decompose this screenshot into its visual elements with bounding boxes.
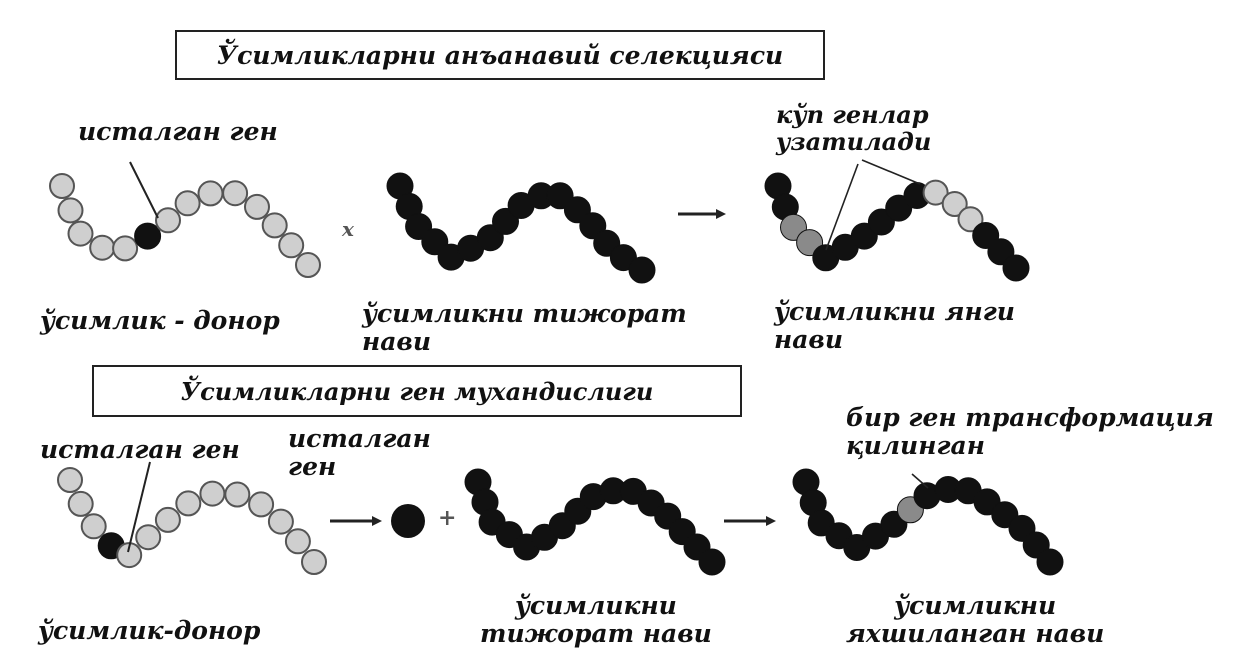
light-bead — [57, 467, 83, 493]
light-bead — [197, 180, 224, 207]
light-bead — [154, 506, 181, 533]
traditional-commercial-label: ўсимликни тижорат нави — [362, 299, 687, 356]
dark-bead — [134, 222, 162, 250]
engineering-transformed-label: бир ген трансформация қилинган — [846, 403, 1214, 460]
engineering-isolated-gene-label: исталган ген — [288, 424, 431, 481]
light-bead — [278, 232, 305, 259]
commercial-strand-top — [386, 172, 656, 284]
pointer-line-donor-gene-top — [129, 161, 159, 219]
traditional-title-box: Ўсимликларни анъанавий селекцияси — [175, 30, 825, 80]
dark-bead — [1036, 548, 1064, 576]
light-bead — [261, 212, 288, 239]
pointer-line-transferred-a — [825, 163, 859, 251]
light-bead — [284, 528, 311, 555]
dark-bead — [628, 256, 656, 284]
engineering-commercial-label: ўсимликни тижорат нави — [480, 591, 712, 648]
light-bead — [199, 480, 226, 507]
light-bead — [175, 490, 202, 517]
engineering-title: Ўсимликларни ген мухандислиги — [180, 376, 654, 406]
arrow-top — [678, 209, 726, 219]
engineering-donor-gene-label: исталган ген — [40, 435, 240, 464]
donor-strand-bottom — [57, 467, 327, 575]
arrow-bottom-2 — [724, 516, 776, 526]
dark-bead — [1002, 254, 1030, 282]
light-bead — [244, 193, 270, 220]
traditional-title: Ўсимликларни анъанавий селекцияси — [216, 40, 784, 70]
light-bead — [67, 490, 94, 517]
light-bead — [248, 491, 275, 518]
dark-bead — [698, 548, 726, 576]
light-bead — [135, 524, 162, 551]
engineering-title-box: Ўсимликларни ген мухандислиги — [92, 365, 742, 417]
pointer-line-transformed — [911, 473, 929, 489]
light-bead — [301, 549, 327, 575]
light-bead — [80, 513, 107, 540]
isolated-gene-bead — [391, 504, 425, 538]
traditional-donor-gene-label: исталган ген — [78, 117, 278, 146]
donor-strand-top — [49, 173, 321, 278]
light-bead — [67, 220, 94, 247]
traditional-new-variety-label: ўсимликни янги нави — [774, 297, 1015, 354]
cross-symbol: x — [342, 217, 354, 241]
light-bead — [922, 179, 949, 206]
light-bead — [155, 207, 181, 234]
improved-strand — [792, 468, 1064, 576]
light-bead — [222, 180, 249, 207]
arrow-bottom-1 — [330, 516, 382, 526]
new-variety-strand — [764, 172, 1030, 282]
traditional-transferred-label: кўп генлар узатилади — [776, 100, 932, 156]
light-bead — [89, 234, 116, 261]
light-bead — [295, 252, 321, 278]
engineering-improved-label: ўсимликни яхшиланган нави — [846, 591, 1105, 648]
pointer-line-donor-gene-bottom — [127, 461, 151, 553]
light-bead — [267, 508, 294, 535]
light-bead — [941, 191, 968, 217]
light-bead — [174, 190, 201, 217]
pointer-line-transferred-b — [861, 159, 921, 185]
commercial-strand-bottom — [464, 468, 726, 576]
light-bead — [224, 481, 251, 508]
light-bead — [57, 197, 84, 224]
plus-symbol: + — [438, 505, 457, 531]
engineering-donor-label: ўсимлик-донор — [38, 616, 261, 645]
traditional-donor-label: ўсимлик - донор — [40, 306, 280, 335]
light-bead — [112, 235, 139, 262]
light-bead — [957, 206, 984, 233]
light-bead — [49, 173, 75, 199]
